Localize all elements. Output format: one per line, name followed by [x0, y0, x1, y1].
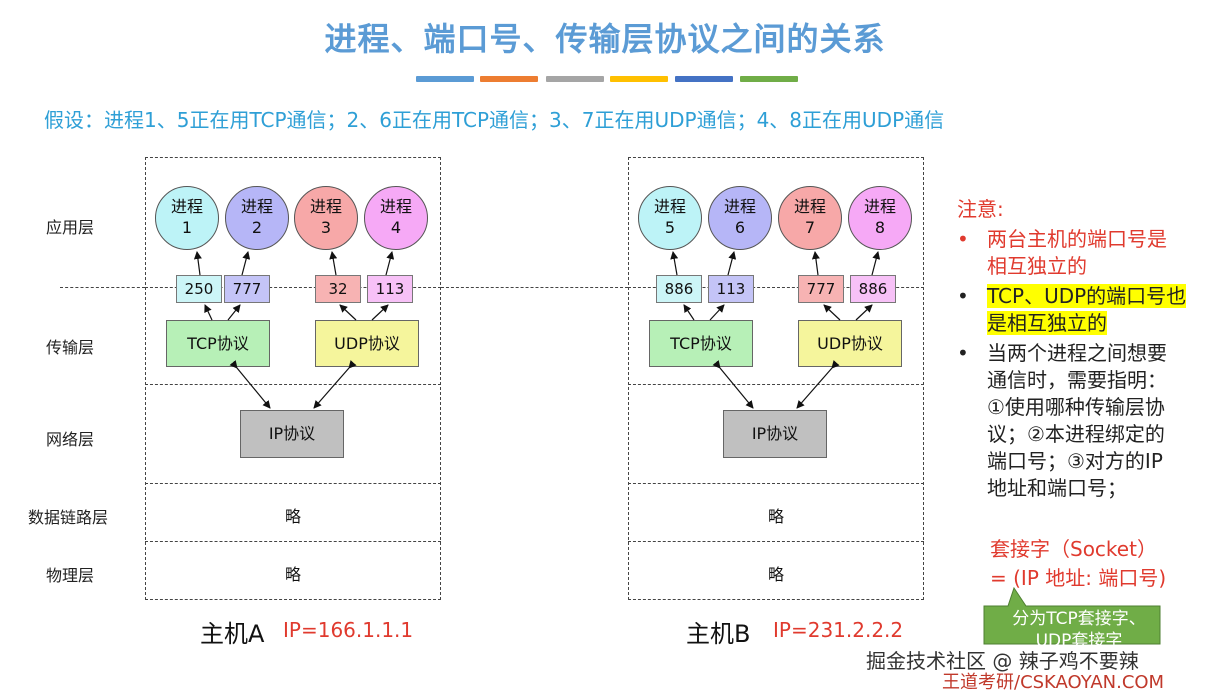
color-bar-3 [546, 76, 604, 82]
assumption-text: 假设：进程1、5正在用TCP通信；2、6正在用TCP通信；3、7正在用UDP通信… [44, 108, 945, 132]
host-b-datalink-omitted: 略 [767, 507, 784, 526]
color-bar-4 [610, 76, 668, 82]
host-a-datalink-omitted: 略 [284, 507, 301, 526]
host-b-network-datalink-divider [628, 483, 924, 484]
host-a-network-datalink-divider [145, 483, 441, 484]
host-b-tcp-protocol: TCP协议 [649, 320, 753, 367]
host-b-udp-protocol: UDP协议 [798, 320, 902, 367]
note-3-line-1: 当两个进程之间想要 [987, 341, 1167, 365]
host-b-ip-protocol: IP协议 [723, 410, 827, 458]
host-a-udp-protocol: UDP协议 [315, 320, 419, 367]
host-b-name: 主机B [686, 620, 751, 648]
note-2-line-2: 是相互独立的 [987, 311, 1107, 335]
host-b-box [628, 157, 924, 600]
footer-brand: 王道考研/CSKAOYAN.COM [942, 672, 1165, 693]
note-3-line-3: ①使用哪种传输层协 [987, 395, 1165, 419]
host-a-ip: IP=166.1.1.1 [283, 618, 414, 642]
port-113-b: 113 [708, 275, 754, 303]
layer-label-physical: 物理层 [46, 566, 95, 585]
host-a-ip-protocol: IP协议 [240, 410, 344, 458]
host-a-tcp-protocol: TCP协议 [166, 320, 270, 367]
host-a-datalink-physical-divider [145, 541, 441, 542]
callout-line-2: UDP套接字 [1035, 631, 1123, 648]
host-b-physical-omitted: 略 [767, 565, 784, 584]
host-a-transport-network-divider [145, 384, 441, 385]
note-3-line-6: 地址和端口号； [987, 476, 1127, 500]
layer-label-application: 应用层 [46, 218, 95, 237]
color-bar-2 [480, 76, 538, 82]
host-a-app-transport-divider [145, 287, 441, 288]
notes-heading: 注意: [957, 197, 1004, 221]
note-2-line-1: TCP、UDP的端口号也 [987, 284, 1187, 308]
middle-extension-divider [441, 287, 628, 288]
callout-line-1: 分为TCP套接字、 [1012, 609, 1146, 629]
host-b-transport-network-divider [628, 384, 924, 385]
port-250: 250 [176, 275, 222, 303]
footer-community: 掘金技术社区 @ 辣子鸡不要辣 [866, 649, 1139, 673]
port-777-b: 777 [798, 275, 844, 303]
socket-callout [983, 586, 1161, 645]
host-a-physical-omitted: 略 [284, 565, 301, 584]
note-bullet-2: • TCP、UDP的端口号也 是相互独立的 [957, 283, 1217, 337]
callout-text: 分为TCP套接字、 UDP套接字 [990, 608, 1168, 648]
color-bar-1 [416, 76, 474, 82]
host-b-datalink-physical-divider [628, 541, 924, 542]
color-bar-5 [675, 76, 733, 82]
bullet-marker: • [957, 341, 969, 365]
bullet-marker: • [957, 284, 969, 308]
host-a-box [145, 157, 441, 600]
layer-label-datalink: 数据链路层 [28, 508, 109, 527]
host-a-name: 主机A [200, 620, 265, 648]
left-extension-divider [60, 287, 145, 288]
note-3-line-4: 议；②本进程绑定的 [987, 422, 1165, 446]
note-bullet-3: • 当两个进程之间想要 通信时，需要指明： ①使用哪种传输层协 议；②本进程绑定… [957, 340, 1217, 502]
port-777: 777 [224, 275, 270, 303]
note-bullet-1: • 两台主机的端口号是 相互独立的 [957, 226, 1217, 280]
note-3-line-5: 端口号；③对方的IP [987, 449, 1163, 473]
port-32: 32 [315, 275, 361, 303]
bullet-marker: • [957, 227, 969, 251]
host-b-app-transport-divider [628, 287, 924, 288]
note-1-line-1: 两台主机的端口号是 [987, 227, 1167, 251]
layer-label-transport: 传输层 [46, 338, 95, 357]
port-113: 113 [367, 275, 413, 303]
note-1-line-2: 相互独立的 [987, 254, 1087, 278]
socket-definition-2: = (IP 地址: 端口号) [990, 566, 1167, 590]
port-886-a: 886 [656, 275, 702, 303]
layer-label-network: 网络层 [46, 430, 95, 449]
color-bar-6 [740, 76, 798, 82]
host-b-ip: IP=231.2.2.2 [773, 618, 904, 642]
note-3-line-2: 通信时，需要指明： [987, 368, 1167, 392]
port-886-b: 886 [850, 275, 896, 303]
socket-definition-1: 套接字（Socket） [990, 537, 1157, 561]
page-title: 进程、端口号、传输层协议之间的关系 [324, 20, 886, 58]
